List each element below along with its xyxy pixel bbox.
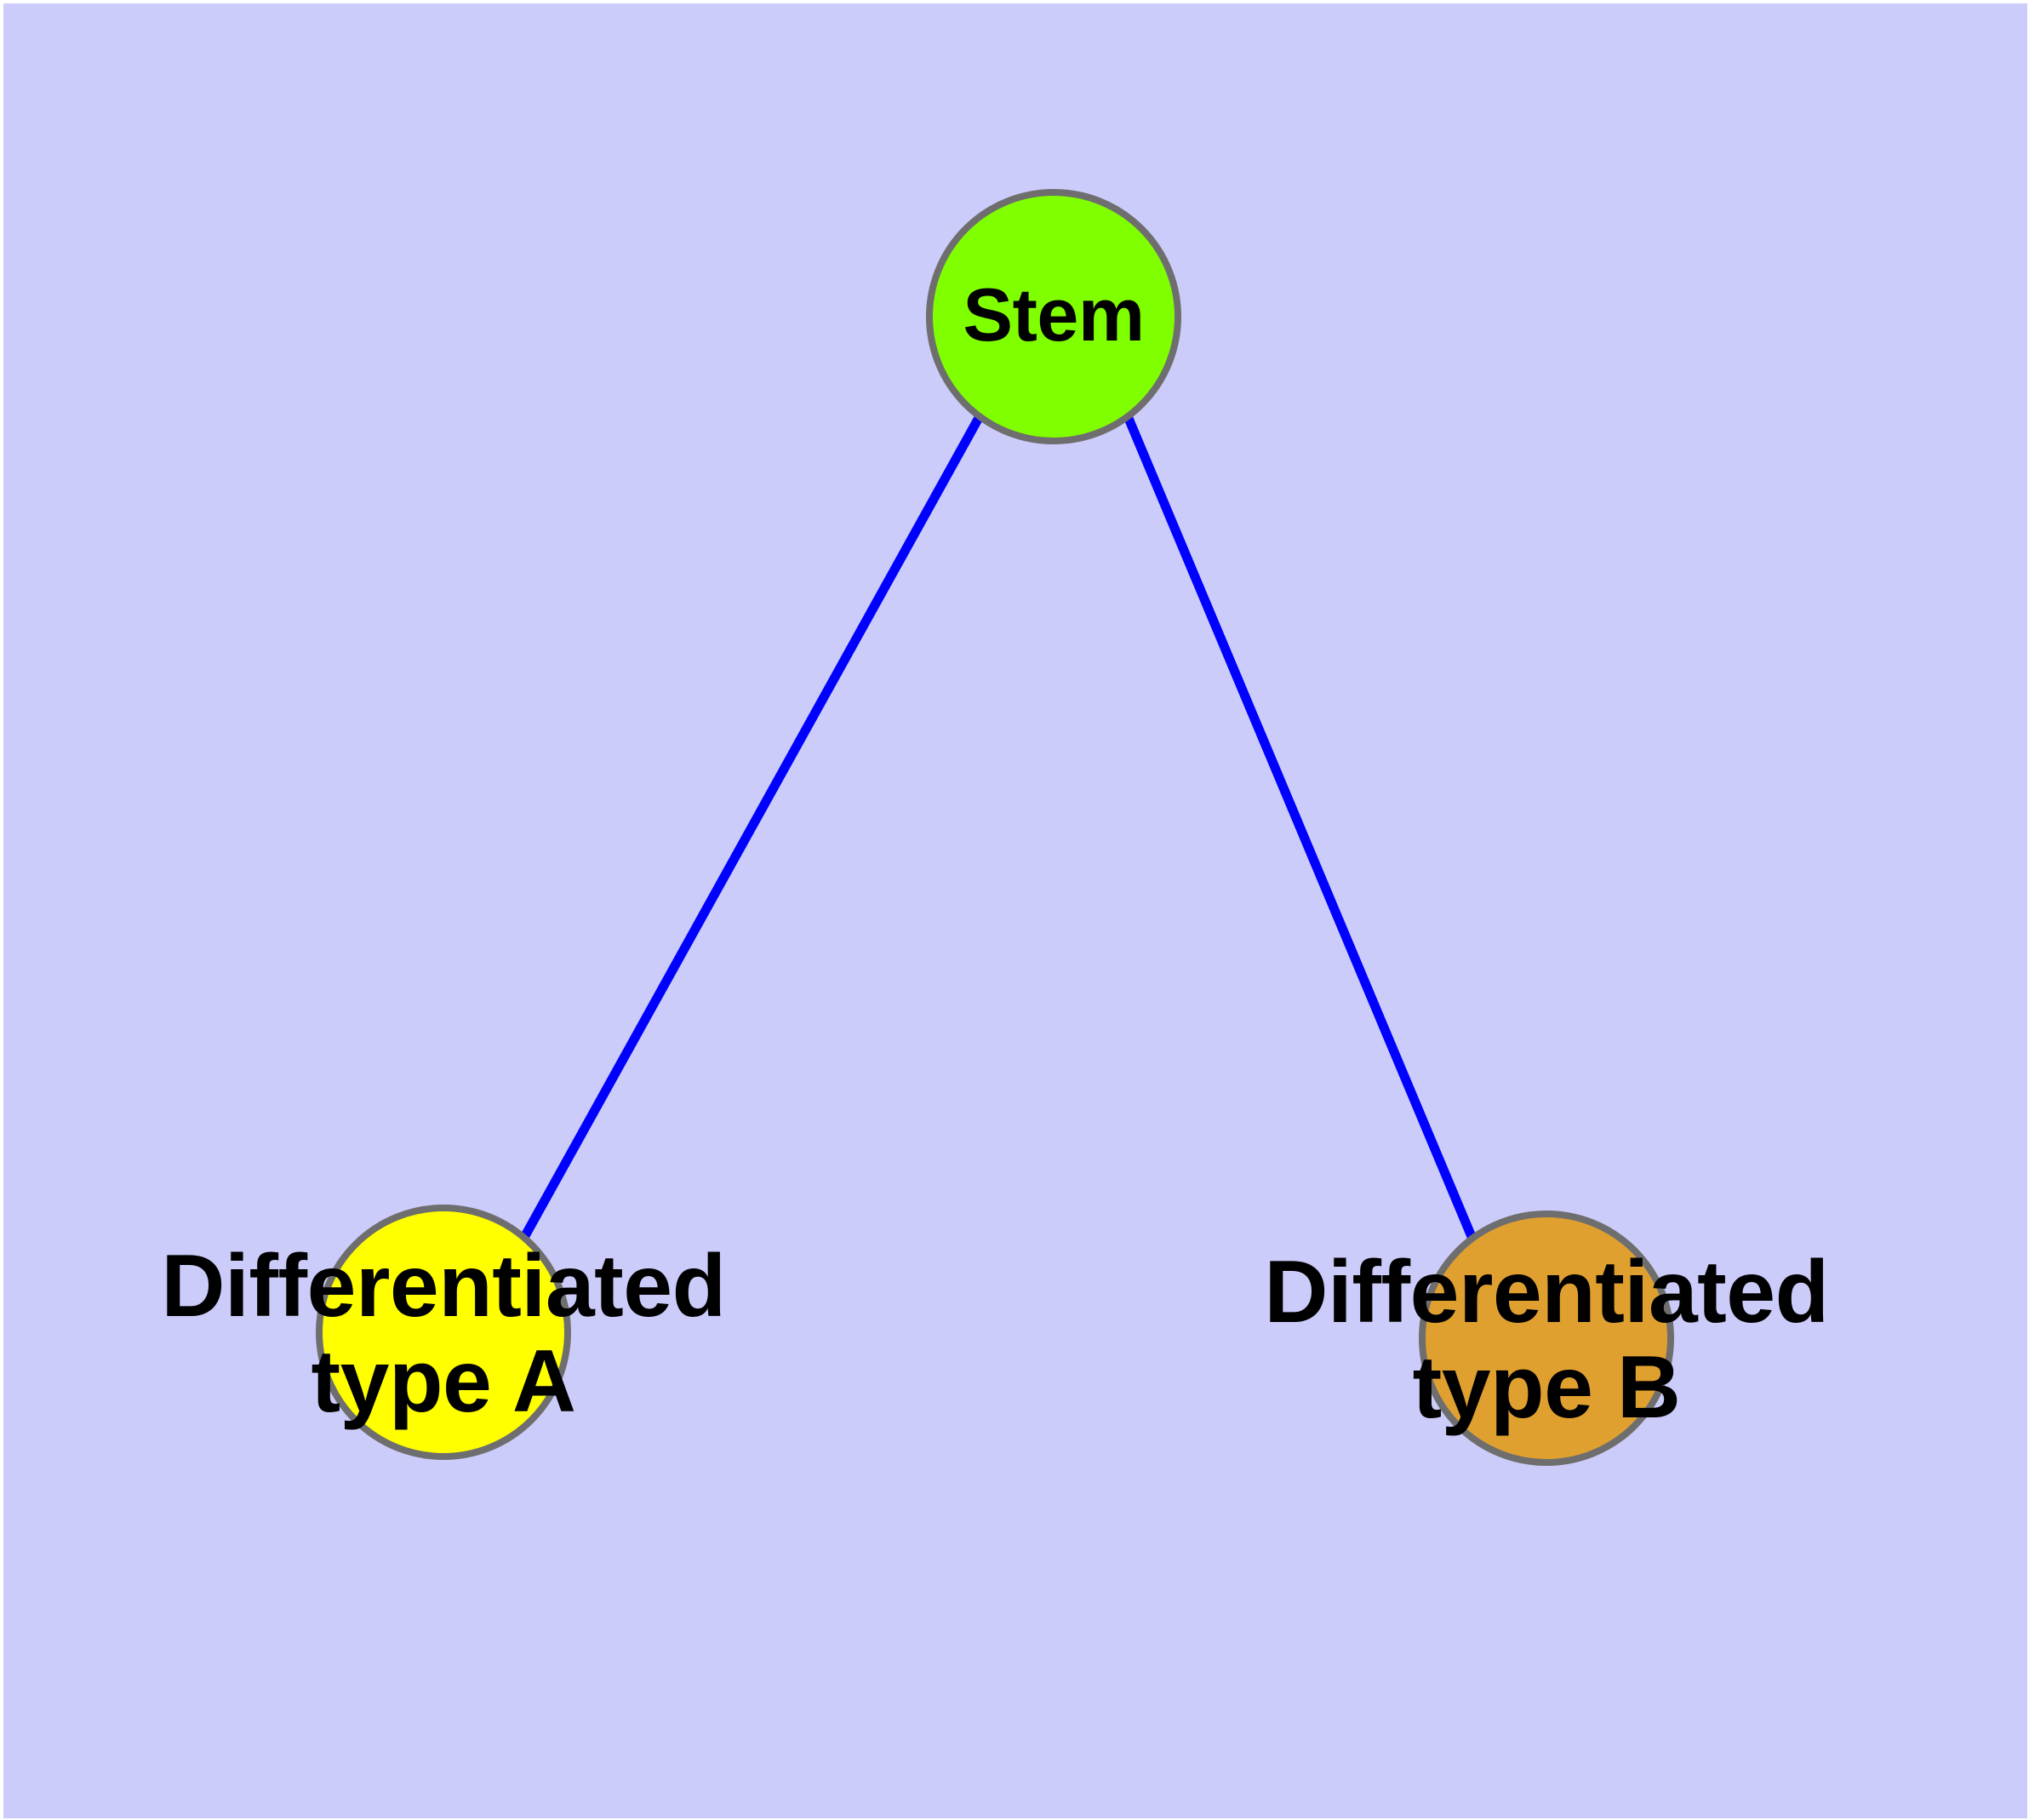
edge-layer bbox=[513, 414, 1477, 1252]
node-differentiated-type-a[interactable] bbox=[316, 1205, 571, 1460]
node-stem[interactable] bbox=[926, 189, 1181, 444]
edge-stem-to-differentiated-type-b[interactable] bbox=[1123, 414, 1477, 1241]
node-differentiated-type-b[interactable] bbox=[1419, 1210, 1674, 1466]
edge-stem-to-differentiated-type-a[interactable] bbox=[513, 414, 984, 1252]
node-layer bbox=[316, 189, 1674, 1466]
